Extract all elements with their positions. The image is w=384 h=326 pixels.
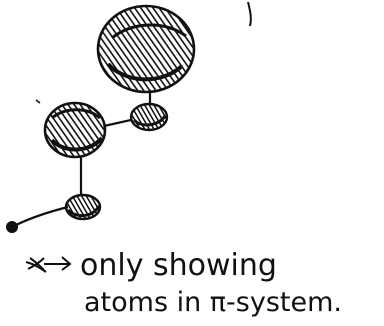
orbital-lobe-small-right bbox=[129, 102, 169, 132]
orbital-lobe-small-bottom bbox=[64, 193, 102, 221]
caption-line-1: only showing bbox=[80, 248, 277, 283]
top-stroke-fragment bbox=[247, 1, 252, 27]
orbital-lobe-middle-left bbox=[43, 101, 107, 159]
bond-terminal bbox=[13, 205, 69, 227]
stray-tick bbox=[35, 99, 41, 104]
terminal-atom-dot bbox=[6, 221, 18, 233]
scribble-arrow-icon bbox=[25, 256, 72, 273]
orbital-lobe-top-large bbox=[96, 4, 196, 94]
caption-line-2: atoms in π-system. bbox=[84, 287, 342, 318]
bond-middle bbox=[103, 118, 132, 128]
